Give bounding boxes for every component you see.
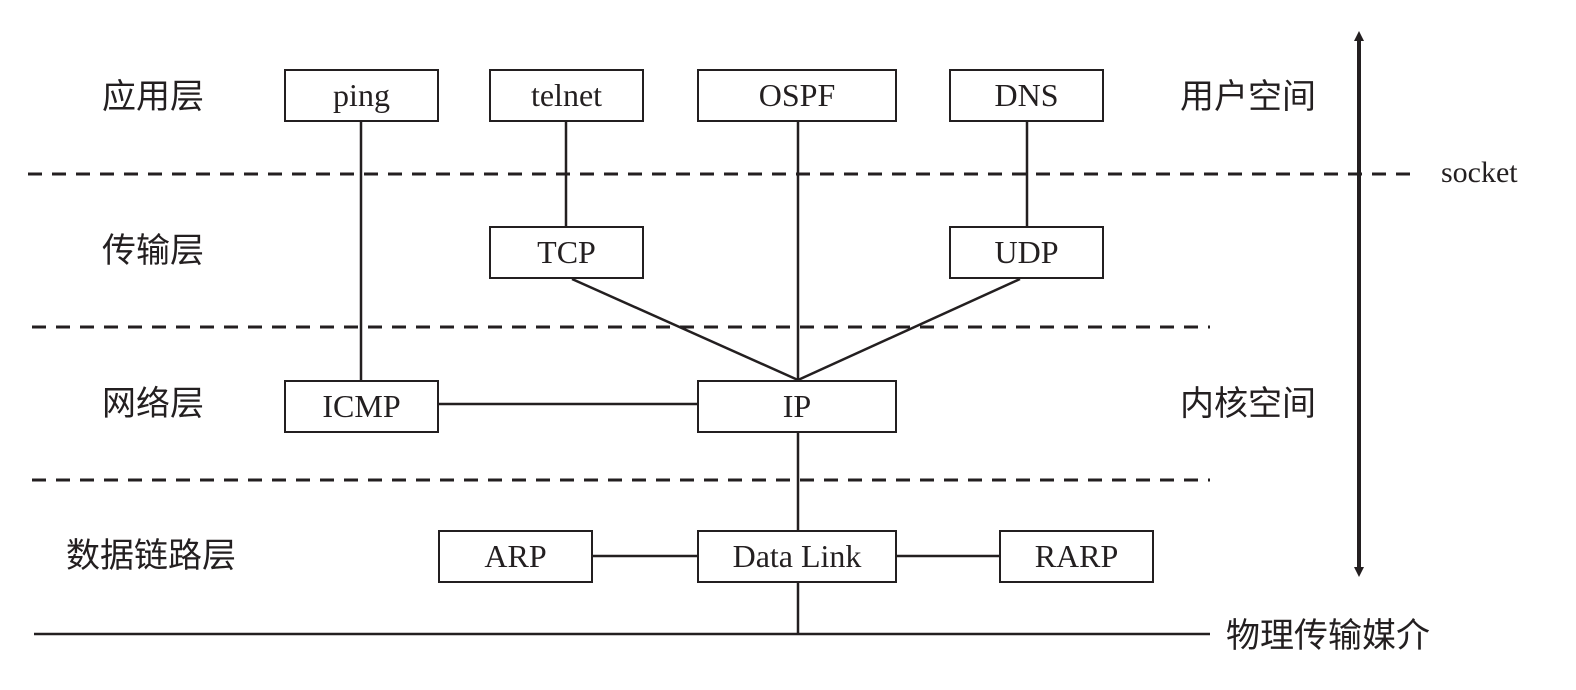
application-layer-label: 应用层 xyxy=(102,77,204,117)
ospf-box: OSPF xyxy=(697,69,897,122)
ip-box: IP xyxy=(697,380,897,433)
udp-ip-link xyxy=(797,277,1021,382)
network-layer-label: 网络层 xyxy=(102,384,204,424)
datalink-layer-label: 数据链路层 xyxy=(66,536,236,576)
tcp-ip-link xyxy=(571,277,799,382)
ping-box: ping xyxy=(284,69,439,122)
datalink-box: Data Link xyxy=(697,530,897,583)
kernel-space-label: 内核空间 xyxy=(1180,384,1316,424)
telnet-box: telnet xyxy=(489,69,644,122)
icmp-box: ICMP xyxy=(284,380,439,433)
rarp-box: RARP xyxy=(999,530,1154,583)
arp-box: ARP xyxy=(438,530,593,583)
dns-box: DNS xyxy=(949,69,1104,122)
transport-layer-label: 传输层 xyxy=(102,231,204,271)
udp-box: UDP xyxy=(949,226,1104,279)
tcp-box: TCP xyxy=(489,226,644,279)
user-space-label: 用户空间 xyxy=(1180,77,1316,117)
physical-medium-label: 物理传输媒介 xyxy=(1226,616,1430,656)
socket-label: socket xyxy=(1441,156,1518,189)
